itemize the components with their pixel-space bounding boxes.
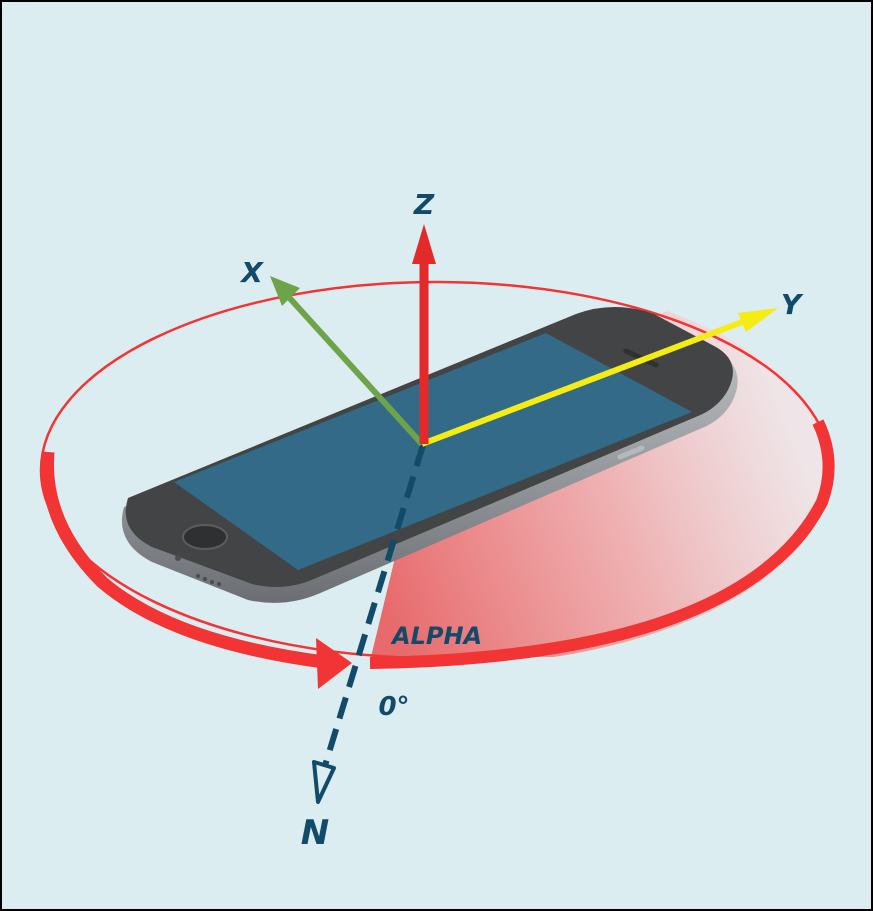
alpha-arc-right bbox=[369, 419, 835, 669]
phone-port bbox=[175, 555, 181, 561]
phone-grille-2 bbox=[203, 577, 207, 581]
x-axis-label: X bbox=[239, 256, 264, 289]
alpha-label: ALPHA bbox=[390, 622, 482, 650]
zero-degree-label: 0° bbox=[378, 692, 409, 722]
north-label: N bbox=[301, 813, 329, 853]
y-axis-label: Y bbox=[781, 288, 804, 321]
y-axis-arrow bbox=[420, 308, 778, 447]
phone-grille-1 bbox=[196, 574, 200, 578]
side-button bbox=[617, 445, 645, 460]
phone-grille-3 bbox=[210, 580, 214, 584]
home-button bbox=[182, 524, 228, 550]
phone-grille-4 bbox=[217, 582, 221, 586]
alpha-arc-left bbox=[40, 451, 325, 669]
alpha-arrowhead bbox=[316, 638, 352, 689]
north-axis-line bbox=[317, 444, 426, 783]
x-axis-arrow bbox=[270, 276, 425, 447]
z-axis-arrow bbox=[412, 224, 436, 444]
north-arrowhead bbox=[312, 760, 336, 804]
z-axis-label: Z bbox=[413, 188, 435, 221]
north-arrow-icon bbox=[312, 444, 426, 804]
